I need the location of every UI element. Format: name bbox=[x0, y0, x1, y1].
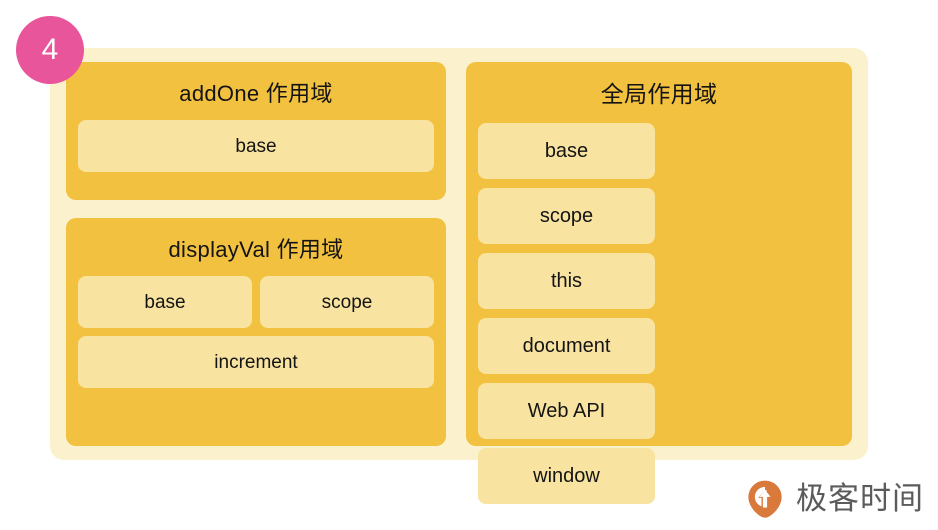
chip-displayval-base: base bbox=[78, 276, 252, 329]
chip-grid-global-row-0: base scope bbox=[478, 123, 840, 245]
geektime-pin-icon bbox=[748, 480, 782, 518]
chip-global-this: this bbox=[478, 253, 655, 310]
chip-global-scope: scope bbox=[478, 188, 655, 245]
chip-displayval-scope: scope bbox=[260, 276, 434, 329]
scope-panel-displayval: displayVal 作用域 base scope increment bbox=[66, 218, 446, 446]
chip-grid-displayval-row-1: increment bbox=[78, 336, 434, 389]
scope-panel-addone: addOne 作用域 base bbox=[66, 62, 446, 200]
brand-watermark: 极客时间 bbox=[744, 478, 924, 520]
chip-grid-global-row-1: this document bbox=[478, 253, 840, 375]
chip-grid-displayval-row-0: base scope bbox=[78, 276, 434, 329]
step-number-badge: 4 bbox=[16, 16, 84, 84]
chip-addone-base: base bbox=[78, 120, 434, 173]
left-scope-column: addOne 作用域 base displayVal 作用域 base scop… bbox=[66, 62, 446, 446]
brand-name-label: 极客时间 bbox=[796, 480, 924, 517]
scope-diagram-card: addOne 作用域 base displayVal 作用域 base scop… bbox=[50, 48, 868, 505]
step-number-label: 4 bbox=[41, 33, 59, 66]
scope-title-global: 全局作用域 bbox=[600, 81, 718, 107]
chip-displayval-increment: increment bbox=[78, 336, 434, 389]
scope-title-displayval: displayVal 作用域 bbox=[168, 237, 344, 262]
chip-global-window: window bbox=[478, 448, 655, 505]
right-scope-column: 全局作用域 base scope this document Web API w… bbox=[466, 62, 852, 505]
chip-grid-addone-row-0: base bbox=[78, 120, 434, 173]
chip-global-web-api: Web API bbox=[478, 383, 655, 440]
scope-title-addone: addOne 作用域 bbox=[179, 81, 333, 106]
chip-global-document: document bbox=[478, 318, 655, 375]
scope-panel-global: 全局作用域 base scope this document Web API w… bbox=[466, 62, 852, 505]
chip-grid-global-row-2: Web API window bbox=[478, 383, 840, 505]
chip-global-base: base bbox=[478, 123, 655, 180]
